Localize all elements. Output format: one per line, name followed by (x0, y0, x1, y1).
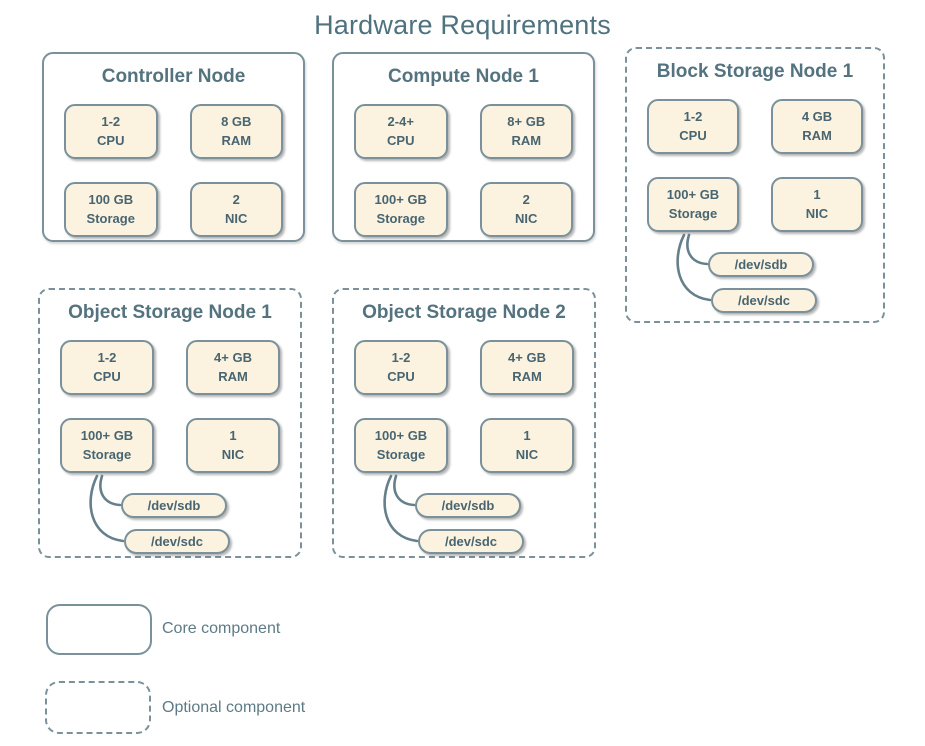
component-storage: 100+ GB Storage (354, 418, 448, 473)
component-unit: RAM (802, 127, 832, 143)
component-unit: Storage (376, 210, 425, 226)
component-value: 8 GB (221, 114, 252, 130)
component-unit: Storage (668, 205, 718, 221)
legend-optional-swatch (45, 681, 151, 734)
node-title: Controller Node (101, 66, 246, 87)
legend-core-label: Core component (162, 620, 281, 637)
disk-label: /dev/sdc (444, 534, 498, 549)
disk-label: /dev/sdb (734, 257, 788, 272)
disk-label: /dev/sdc (737, 293, 791, 308)
component-grid: 1-2 CPU 8 GB RAM 100 GB Storage 2 NIC (64, 104, 283, 237)
node-object-storage-1: Object Storage Node 1 1-2 CPU 4+ GB RAM … (38, 288, 302, 558)
component-grid: 1-2 CPU 4+ GB RAM 100+ GB Storage 1 NIC (60, 340, 280, 473)
component-nic: 1 NIC (186, 418, 280, 473)
component-unit: NIC (225, 210, 248, 226)
component-value: 1-2 (683, 109, 703, 125)
component-cpu: 1-2 CPU (647, 99, 739, 154)
component-value: 4+ GB (214, 350, 252, 366)
component-unit: CPU (387, 368, 415, 384)
component-value: 1-2 (391, 350, 411, 366)
component-storage: 100+ GB Storage (354, 182, 448, 237)
component-value: 8+ GB (507, 114, 546, 130)
disk-pill-sdb: /dev/sdb (415, 493, 521, 518)
component-value: 100+ GB (666, 187, 720, 203)
component-value: 100+ GB (80, 428, 134, 444)
component-unit: NIC (515, 210, 538, 226)
component-ram: 4+ GB RAM (186, 340, 280, 395)
component-value: 1 (523, 428, 531, 444)
node-title: Object Storage Node 1 (68, 302, 272, 323)
component-unit: RAM (511, 132, 542, 148)
component-cpu: 1-2 CPU (60, 340, 154, 395)
component-ram: 8 GB RAM (189, 104, 283, 159)
legend-optional-label: Optional component (162, 699, 306, 716)
component-nic: 2 NIC (189, 182, 283, 237)
node-title: Object Storage Node 2 (362, 302, 566, 323)
component-nic: 2 NIC (479, 182, 573, 237)
component-unit: RAM (221, 132, 252, 148)
disk-pill-sdb: /dev/sdb (121, 493, 227, 518)
component-unit: CPU (679, 127, 707, 143)
component-cpu: 2-4+ CPU (354, 104, 448, 159)
component-ram: 8+ GB RAM (479, 104, 573, 159)
component-unit: Storage (376, 446, 426, 462)
component-storage: 100+ GB Storage (647, 177, 739, 232)
node-title: Block Storage Node 1 (656, 61, 854, 82)
component-value: 4+ GB (508, 350, 546, 366)
component-unit: CPU (97, 132, 125, 148)
component-value: 1 (229, 428, 237, 444)
legend-core-swatch (46, 604, 152, 655)
node-compute-1: Compute Node 1 2-4+ CPU 8+ GB RAM 100+ G… (332, 52, 595, 242)
disk-label: /dev/sdc (150, 534, 204, 549)
component-grid: 1-2 CPU 4 GB RAM 100+ GB Storage 1 NIC (647, 99, 863, 232)
component-unit: Storage (82, 446, 132, 462)
component-unit: CPU (93, 368, 121, 384)
disk-pill-sdc: /dev/sdc (418, 529, 524, 554)
component-unit: NIC (515, 446, 539, 462)
component-unit: RAM (512, 368, 542, 384)
node-title: Compute Node 1 (388, 66, 539, 87)
component-nic: 1 NIC (480, 418, 574, 473)
component-unit: Storage (86, 210, 135, 226)
disk-label: /dev/sdb (441, 498, 495, 513)
node-object-storage-2: Object Storage Node 2 1-2 CPU 4+ GB RAM … (332, 288, 596, 558)
component-ram: 4+ GB RAM (480, 340, 574, 395)
component-value: 100+ GB (374, 192, 427, 208)
component-value: 2-4+ (387, 114, 414, 130)
disk-pill-sdc: /dev/sdc (124, 529, 230, 554)
component-value: 1-2 (101, 114, 121, 130)
component-unit: NIC (805, 205, 829, 221)
component-unit: NIC (221, 446, 245, 462)
component-storage: 100+ GB Storage (60, 418, 154, 473)
component-value: 2 (232, 192, 240, 208)
component-value: 4 GB (801, 109, 833, 125)
disk-pill-sdb: /dev/sdb (708, 252, 814, 277)
component-grid: 2-4+ CPU 8+ GB RAM 100+ GB Storage 2 NIC (354, 104, 573, 237)
component-nic: 1 NIC (771, 177, 863, 232)
component-unit: RAM (218, 368, 248, 384)
component-cpu: 1-2 CPU (64, 104, 158, 159)
component-value: 100+ GB (374, 428, 428, 444)
disk-label: /dev/sdb (147, 498, 201, 513)
component-grid: 1-2 CPU 4+ GB RAM 100+ GB Storage 1 NIC (354, 340, 574, 473)
node-controller: Controller Node 1-2 CPU 8 GB RAM 100 GB … (42, 52, 305, 242)
component-value: 1-2 (97, 350, 117, 366)
component-ram: 4 GB RAM (771, 99, 863, 154)
component-storage: 100 GB Storage (64, 182, 158, 237)
page-title: Hardware Requirements (314, 10, 611, 40)
component-value: 1 (813, 187, 821, 203)
node-block-storage-1: Block Storage Node 1 1-2 CPU 4 GB RAM 10… (625, 47, 885, 323)
component-value: 2 (522, 192, 530, 208)
component-value: 100 GB (88, 192, 134, 208)
disk-pill-sdc: /dev/sdc (711, 288, 817, 313)
component-cpu: 1-2 CPU (354, 340, 448, 395)
component-unit: CPU (387, 132, 415, 148)
